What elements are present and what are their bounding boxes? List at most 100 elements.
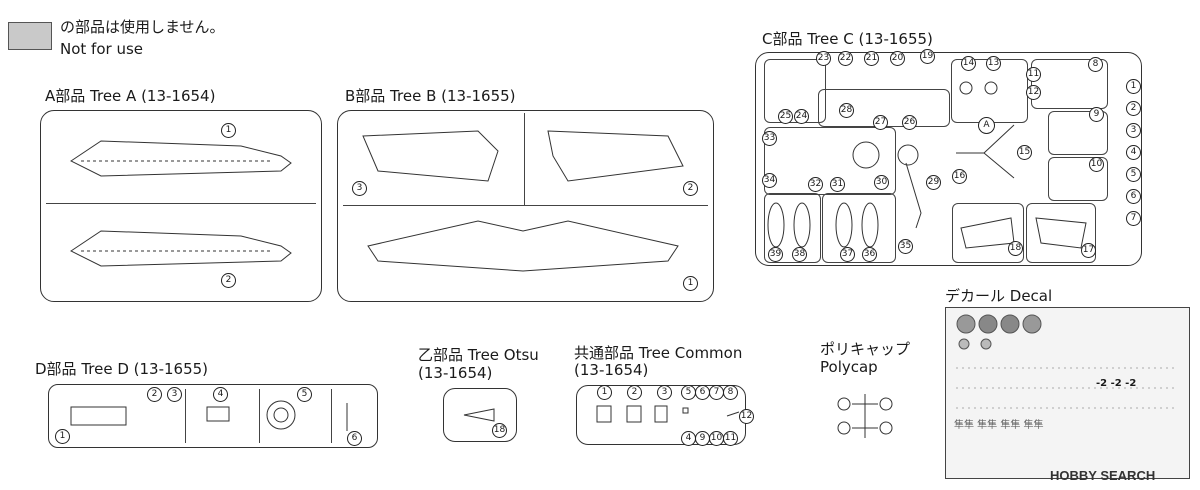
tree-c-cell	[952, 203, 1024, 263]
part-number: 7	[1126, 211, 1141, 226]
part-number: 28	[839, 103, 854, 118]
tree-a-fuselage-drawing	[70, 140, 292, 267]
part-number: 33	[762, 131, 777, 146]
tree-b-frame: 3 2 1	[337, 110, 714, 302]
part-number: 37	[840, 247, 855, 262]
tree-d-frame: 2 3 4 5 1 6	[48, 384, 378, 448]
tree-c-cell	[764, 127, 896, 195]
tree-common-title: 共通部品 Tree Common	[574, 344, 743, 362]
part-number: 6	[1126, 189, 1141, 204]
legend-en: Not for use	[60, 40, 143, 58]
part-number: 16	[952, 169, 967, 184]
decal-markings-drawing	[956, 314, 1176, 409]
part-number: 31	[830, 177, 845, 192]
part-number: 25	[778, 109, 793, 124]
part-number: 8	[723, 385, 738, 400]
part-number: 22	[838, 51, 853, 66]
part-number: 5	[297, 387, 312, 402]
legend-jp: の部品は使用しません。	[60, 18, 225, 36]
part-number: 1	[597, 385, 612, 400]
part-number: 3	[657, 385, 672, 400]
part-number: 11	[723, 431, 738, 446]
tree-c-cell	[1048, 111, 1108, 155]
tree-a-frame: 1 2	[40, 110, 322, 302]
decal-title: デカール Decal	[945, 287, 1053, 305]
tree-otsu-code: (13-1654)	[418, 364, 493, 382]
tree-otsu-frame: 18	[443, 388, 517, 442]
tree-a-divider	[46, 203, 316, 204]
part-number: 3	[167, 387, 182, 402]
part-number: 6	[695, 385, 710, 400]
part-number: 2	[627, 385, 642, 400]
part-number: 27	[873, 115, 888, 130]
part-number: 1	[55, 429, 70, 444]
part-number: 2	[147, 387, 162, 402]
tree-c-cell	[1031, 59, 1108, 109]
part-number: 9	[695, 431, 710, 446]
tree-d-divider	[185, 389, 186, 443]
tree-c-cell	[822, 193, 896, 263]
part-number: 3	[352, 181, 367, 196]
part-number: 2	[221, 273, 236, 288]
part-number: 9	[1089, 107, 1104, 122]
part-number: 1	[1126, 79, 1141, 94]
decal-sheet: -2 -2 -2 隼隼 隼隼 隼隼 隼隼	[945, 307, 1190, 479]
part-number: 12	[1026, 85, 1041, 100]
part-number: 2	[683, 181, 698, 196]
part-number: 7	[709, 385, 724, 400]
tree-a-title: A部品 Tree A (13-1654)	[45, 87, 216, 105]
polycap-title-en: Polycap	[820, 358, 878, 376]
part-number: 11	[1026, 67, 1041, 82]
part-number: 18	[492, 423, 507, 438]
part-number: 12	[739, 409, 754, 424]
part-number: 5	[681, 385, 696, 400]
part-number: 4	[1126, 145, 1141, 160]
part-number: 29	[926, 175, 941, 190]
polycap-drawing	[837, 394, 893, 438]
tree-otsu-title: 乙部品 Tree Otsu	[418, 346, 539, 364]
part-number: 2	[1126, 101, 1141, 116]
decal-text-row: -2 -2 -2	[1096, 378, 1137, 389]
tree-c-title: C部品 Tree C (13-1655)	[762, 30, 933, 48]
part-number: 19	[920, 49, 935, 64]
part-number: 21	[864, 51, 879, 66]
tree-d-divider	[259, 389, 260, 443]
part-number: 17	[1081, 243, 1096, 258]
part-number: 23	[816, 51, 831, 66]
tree-c-cell	[1048, 157, 1108, 201]
part-number: 3	[1126, 123, 1141, 138]
tree-d-divider	[331, 389, 332, 443]
part-number: 24	[794, 109, 809, 124]
tree-common-code: (13-1654)	[574, 361, 649, 379]
part-number: 36	[862, 247, 877, 262]
part-number: 6	[347, 431, 362, 446]
tree-c-cell	[764, 193, 821, 263]
watermark: HOBBY SEARCH	[1050, 468, 1156, 483]
part-number: 5	[1126, 167, 1141, 182]
tree-b-divider	[343, 205, 708, 206]
part-number: 13	[986, 56, 1001, 71]
part-number: 15	[1017, 145, 1032, 160]
tree-d-parts-drawing	[70, 400, 348, 431]
part-number: 39	[768, 247, 783, 262]
tree-b-divider-v	[524, 113, 525, 205]
tree-b-title: B部品 Tree B (13-1655)	[345, 87, 516, 105]
part-number: 26	[902, 115, 917, 130]
decal-text-row: 隼隼 隼隼 隼隼 隼隼	[954, 420, 1044, 431]
part-number: 4	[681, 431, 696, 446]
tree-c-cell	[764, 59, 826, 123]
tree-b-wing-drawing	[362, 130, 684, 272]
part-number: 34	[762, 173, 777, 188]
part-number: 1	[683, 276, 698, 291]
polycap-title-jp: ポリキャップ	[820, 340, 911, 358]
tree-d-title: D部品 Tree D (13-1655)	[35, 360, 209, 378]
part-number: 4	[213, 387, 228, 402]
part-number: 18	[1008, 241, 1023, 256]
part-number: 10	[1089, 157, 1104, 172]
tree-otsu-part-drawing	[463, 408, 495, 422]
part-number: 30	[874, 175, 889, 190]
tree-common-frame: 1 2 3 5 6 7 8 12 4 9 10 11	[576, 385, 754, 446]
part-number: 38	[792, 247, 807, 262]
part-number: 14	[961, 56, 976, 71]
tree-c-cell	[1026, 203, 1096, 263]
